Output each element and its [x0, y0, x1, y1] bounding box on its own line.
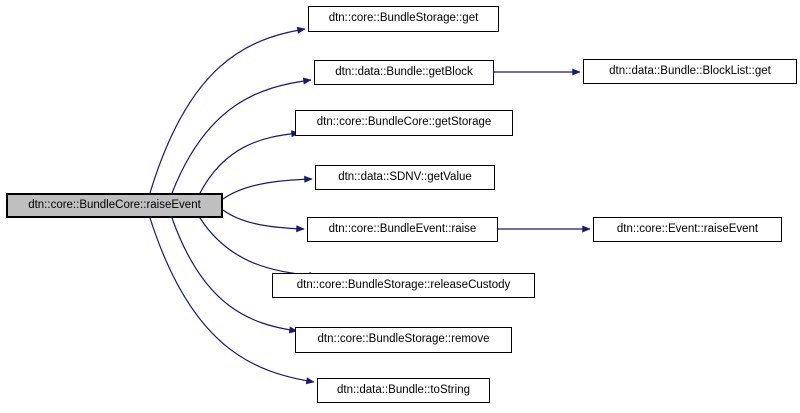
- graph-node-bundle-tostring[interactable]: dtn::data::Bundle::toString: [317, 378, 490, 403]
- graph-node-label: dtn::data::SDNV::getValue: [338, 170, 472, 183]
- graph-node-bundlecore-raiseevent: dtn::core::BundleCore::raiseEvent: [6, 193, 223, 218]
- graph-node-label: dtn::core::BundleStorage::remove: [317, 333, 490, 346]
- graph-node-blocklist-get[interactable]: dtn::data::Bundle::BlockList::get: [583, 59, 797, 84]
- call-edge-bundlecore-raiseevent-to-sdnv-getvalue: [222, 175, 313, 200]
- graph-node-label: dtn::data::Bundle::getBlock: [335, 65, 473, 78]
- graph-node-label: dtn::core::BundleCore::getStorage: [316, 116, 492, 129]
- graph-node-sdnv-getvalue[interactable]: dtn::data::SDNV::getValue: [315, 165, 495, 190]
- call-edge-bundlecore-raiseevent-to-releasecustody: [199, 217, 318, 279]
- graph-node-label: dtn::core::Event::raiseEvent: [616, 222, 759, 235]
- graph-node-bundlestorage-get[interactable]: dtn::core::BundleStorage::get: [308, 6, 499, 32]
- graph-node-bundle-getblock[interactable]: dtn::data::Bundle::getBlock: [314, 60, 494, 85]
- graph-node-label: dtn::core::BundleCore::raiseEvent: [28, 198, 201, 211]
- graph-node-event-raiseevent[interactable]: dtn::core::Event::raiseEvent: [593, 217, 782, 242]
- graph-node-bundleevent-raise[interactable]: dtn::core::BundleEvent::raise: [307, 217, 498, 242]
- call-edge-bundlecore-raiseevent-to-bundleevent-raise: [222, 209, 305, 233]
- graph-node-releasecustody[interactable]: dtn::core::BundleStorage::releaseCustody: [272, 273, 535, 298]
- call-edge-bundlecore-raiseevent-to-bundle-tostring: [149, 217, 315, 385]
- graph-node-label: dtn::data::Bundle::toString: [337, 383, 470, 396]
- graph-node-label: dtn::data::Bundle::BlockList::get: [609, 64, 771, 77]
- graph-node-bundlecore-getstorage[interactable]: dtn::core::BundleCore::getStorage: [295, 110, 513, 136]
- call-edge-bundlecore-raiseevent-to-bundlestorage-get: [149, 26, 306, 194]
- graph-node-label: dtn::core::BundleStorage::releaseCustody: [296, 278, 511, 291]
- graph-node-label: dtn::core::BundleStorage::get: [328, 12, 479, 25]
- call-edge-bundlecore-raiseevent-to-bundlecore-getstorage: [199, 130, 300, 194]
- graph-node-bundlestorage-remove[interactable]: dtn::core::BundleStorage::remove: [295, 327, 512, 353]
- call-edge-bundlecore-raiseevent-to-bundle-getblock: [171, 77, 312, 194]
- graph-node-label: dtn::core::BundleEvent::raise: [328, 222, 477, 235]
